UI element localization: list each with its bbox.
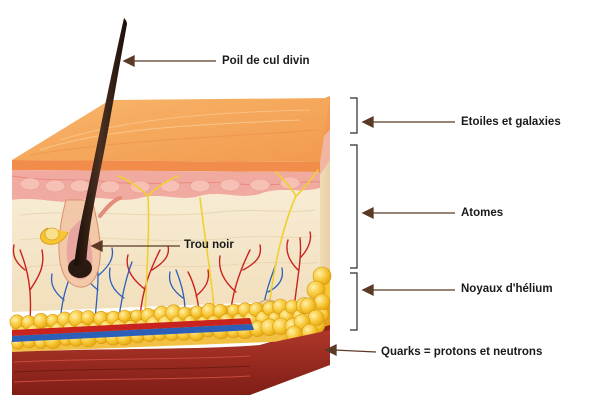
label-helium: Noyaux d'hélium (461, 283, 553, 295)
label-hair: Poil de cul divin (222, 55, 310, 67)
label-black-hole: Trou noir (184, 239, 234, 251)
muscle-layer (12, 330, 330, 395)
dermis-layer (12, 188, 320, 312)
arrows (90, 54, 455, 357)
label-stars: Etoiles et galaxies (461, 116, 561, 128)
hair-shaft (74, 18, 127, 266)
brackets (350, 97, 358, 331)
main-vessels (12, 318, 254, 342)
cube-top-face (12, 98, 330, 162)
label-quarks: Quarks = protons et neutrons (381, 346, 543, 358)
label-atoms: Atomes (461, 207, 504, 219)
